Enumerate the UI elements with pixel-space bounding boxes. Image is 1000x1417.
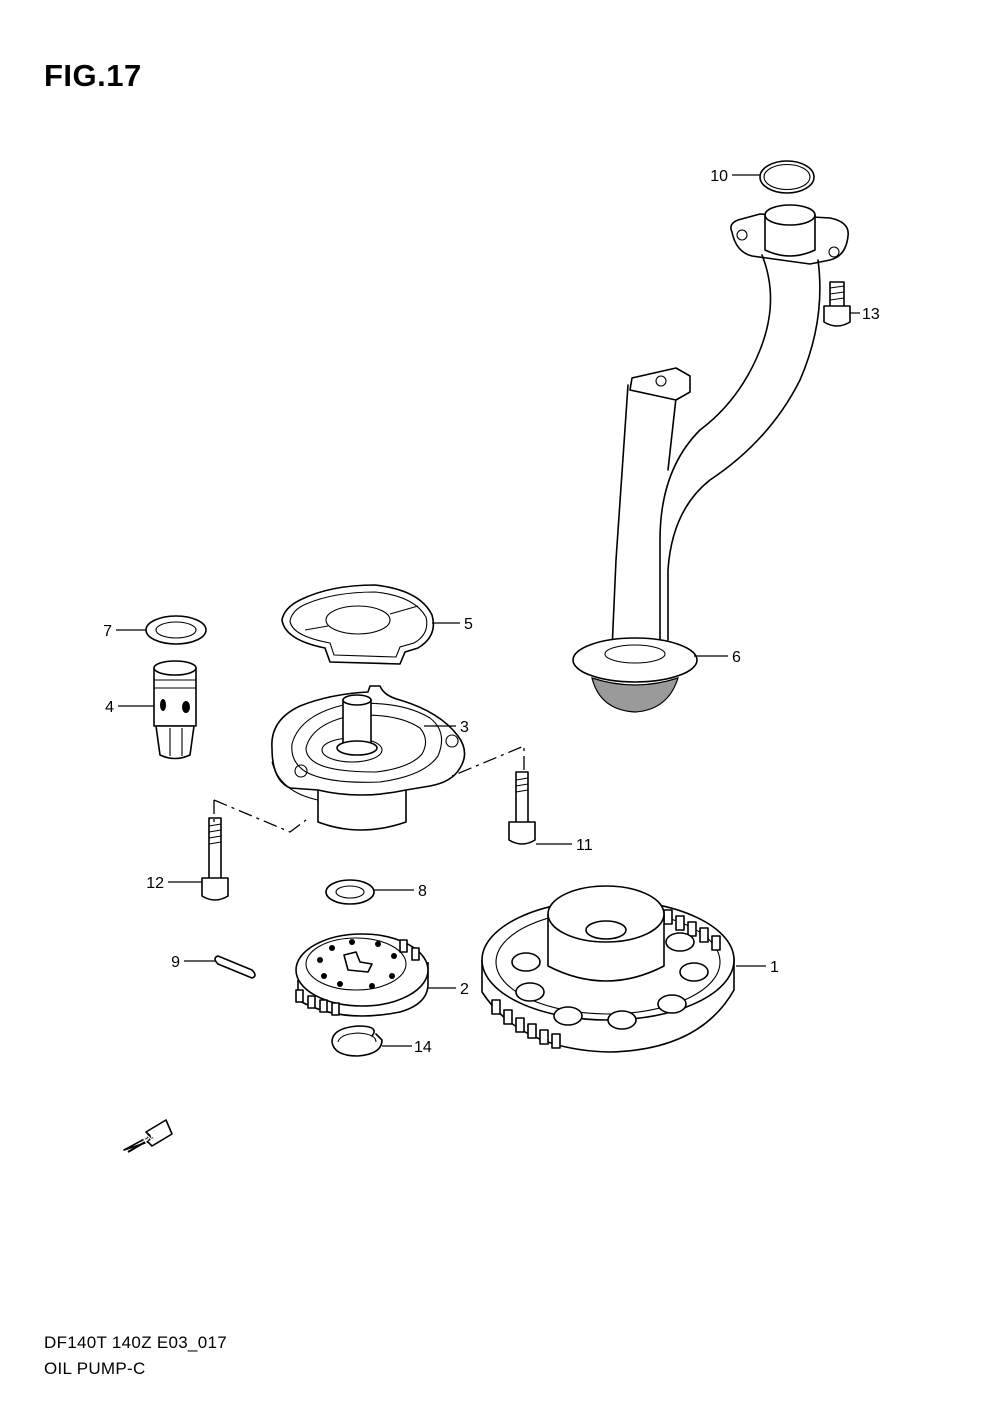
assembly-centerlines (213, 745, 525, 833)
callout-5: 5 (432, 616, 473, 633)
part-1-rotor-gear (481, 885, 735, 1053)
figure-title: FIG.17 (44, 58, 142, 93)
part-14-circlip (331, 1025, 383, 1057)
part-9-pin (214, 955, 256, 979)
callout-number-11: 11 (576, 837, 593, 854)
callout-number-8: 8 (418, 883, 427, 900)
callout-number-3: 3 (460, 719, 469, 736)
callout-number-12: 12 (146, 875, 164, 892)
callout-4: 4 (105, 699, 154, 716)
part-3-pump-case (271, 685, 466, 831)
callout-number-4: 4 (105, 699, 114, 716)
part-12-bolt (201, 817, 229, 901)
callout-number-5: 5 (464, 616, 473, 633)
part-13-bolt (823, 281, 851, 327)
callout-number-6: 6 (732, 649, 741, 666)
callout-9: 9 (171, 954, 216, 971)
part-7-washer (145, 615, 207, 645)
part-4-relief-plug (153, 660, 197, 760)
part-5-gasket (281, 584, 435, 665)
callout-number-13: 13 (862, 306, 880, 323)
part-11-bolt (508, 771, 536, 845)
callout-2: 2 (428, 981, 469, 998)
callout-7: 7 (103, 623, 146, 640)
callout-1: 1 (736, 959, 779, 976)
callout-number-2: 2 (460, 981, 469, 998)
callout-number-9: 9 (171, 954, 180, 971)
callout-number-10: 10 (710, 168, 728, 185)
part-8-washer (325, 879, 375, 905)
figure-code: DF140T 140Z E03_017 (44, 1333, 228, 1352)
callout-10: 10 (710, 168, 760, 185)
callout-3: 3 (424, 719, 469, 736)
callout-number-1: 1 (770, 959, 779, 976)
part-10-o-ring (759, 160, 815, 194)
callout-8: 8 (374, 883, 427, 900)
callout-13: 13 (850, 306, 880, 323)
callout-14: 14 (382, 1039, 432, 1056)
callout-12: 12 (146, 875, 202, 892)
figure-name: OIL PUMP-C (44, 1359, 146, 1378)
callout-number-14: 14 (414, 1039, 432, 1056)
part-2-drive-gear (295, 933, 429, 1017)
callout-6: 6 (694, 649, 741, 666)
callout-number-7: 7 (103, 623, 112, 640)
fwd-direction-arrow: FWD (123, 1119, 173, 1153)
part-6-oil-strainer (572, 204, 849, 713)
callout-11: 11 (536, 837, 593, 854)
